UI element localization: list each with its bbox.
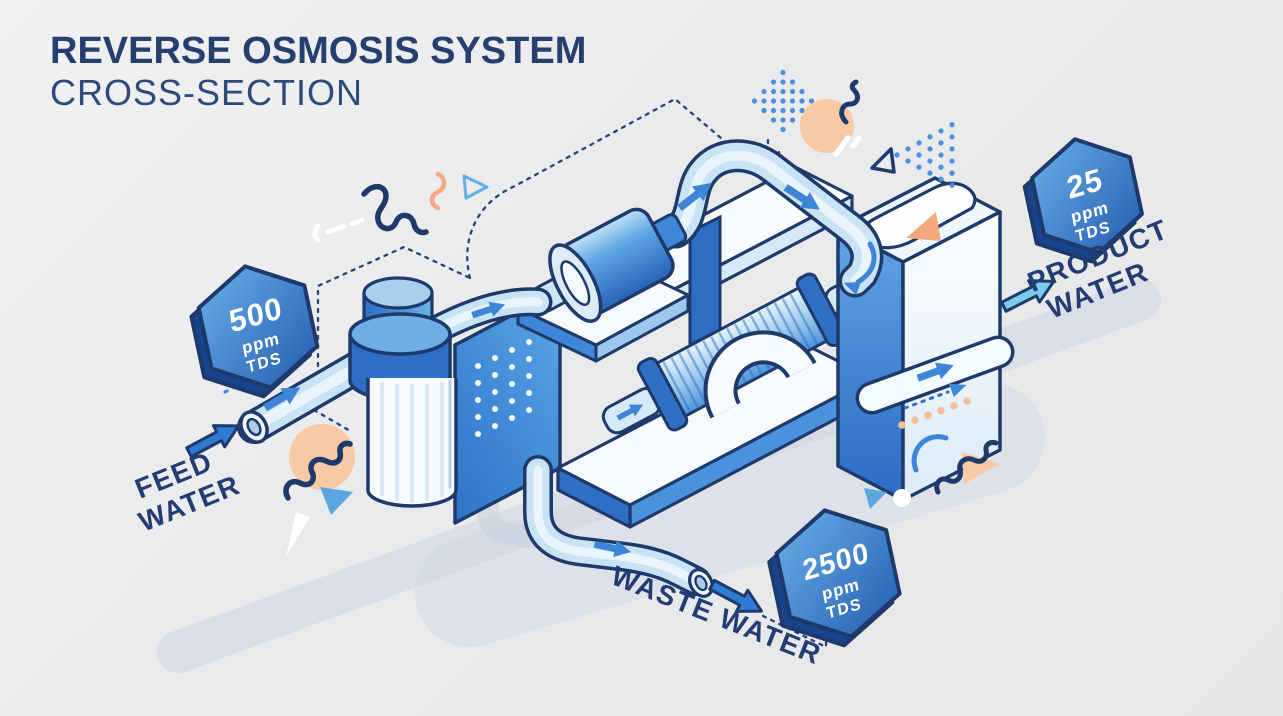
prefilter-cartridge-body: [366, 378, 458, 508]
waste-water-arrow-icon: [708, 578, 763, 613]
feed-water-arrow-icon: [185, 424, 240, 459]
tds-badge-waste: 2500 ppm TDS: [767, 508, 902, 648]
decor-squiggle-left: [283, 440, 353, 501]
decor-squiggle-orange: [429, 171, 447, 211]
decor-dot-diamond: [751, 69, 815, 133]
tank-inlet-curved-arrow: [841, 241, 877, 295]
decor-dot-triangle: [894, 122, 955, 188]
pump-motor: [531, 207, 688, 323]
decor-squiggle-bottomright: [934, 440, 999, 495]
decor-triangle-small-blue: [864, 488, 887, 509]
tank-orange-dots: [898, 397, 971, 429]
housing-dot-pattern: [475, 339, 532, 437]
decor-triangle-outline-navy: [870, 147, 896, 174]
decor-triangle-solid-white: [286, 512, 310, 557]
page-title: REVERSE OSMOSIS SYSTEM: [50, 30, 587, 72]
feed-water-label: FEED WATER: [131, 446, 245, 538]
title-block: REVERSE OSMOSIS SYSTEM CROSS-SECTION: [50, 30, 586, 113]
tds-badge-feed: 500 ppm TDS: [189, 264, 320, 399]
decor-circle-white: [893, 489, 911, 507]
decor-white-dashes: [312, 217, 365, 243]
tank-dotted-flow-path: [903, 390, 950, 410]
membrane-saddle-bracket: [703, 330, 817, 419]
decor-arc-blue: [911, 434, 949, 473]
product-water-arrow-icon: [1000, 279, 1056, 313]
decor-squiggle-topleft: [361, 183, 429, 236]
pump-motor-face-inner: [560, 260, 591, 306]
tank-lid-triangle-icon: [906, 212, 941, 241]
decor-triangle-solid-blue: [320, 487, 353, 515]
ro-membrane-vessel: [601, 267, 886, 435]
tds-badge-product: 25 ppm TDS: [1022, 137, 1144, 264]
waste-pipe: [523, 455, 711, 596]
decorations: [283, 69, 1000, 557]
decor-squiggle-topright: [839, 79, 860, 125]
decor-triangle-outline-blue: [462, 174, 489, 200]
waste-pipe-open-end: [688, 568, 714, 598]
page-subtitle: CROSS-SECTION: [50, 71, 364, 113]
feed-pipe-open-end: [239, 410, 269, 444]
prefilter-housing: [237, 276, 458, 508]
booster-pump: [516, 207, 690, 363]
decor-white-slashes: [833, 135, 862, 157]
membrane-end-coupling-left: [636, 356, 689, 432]
